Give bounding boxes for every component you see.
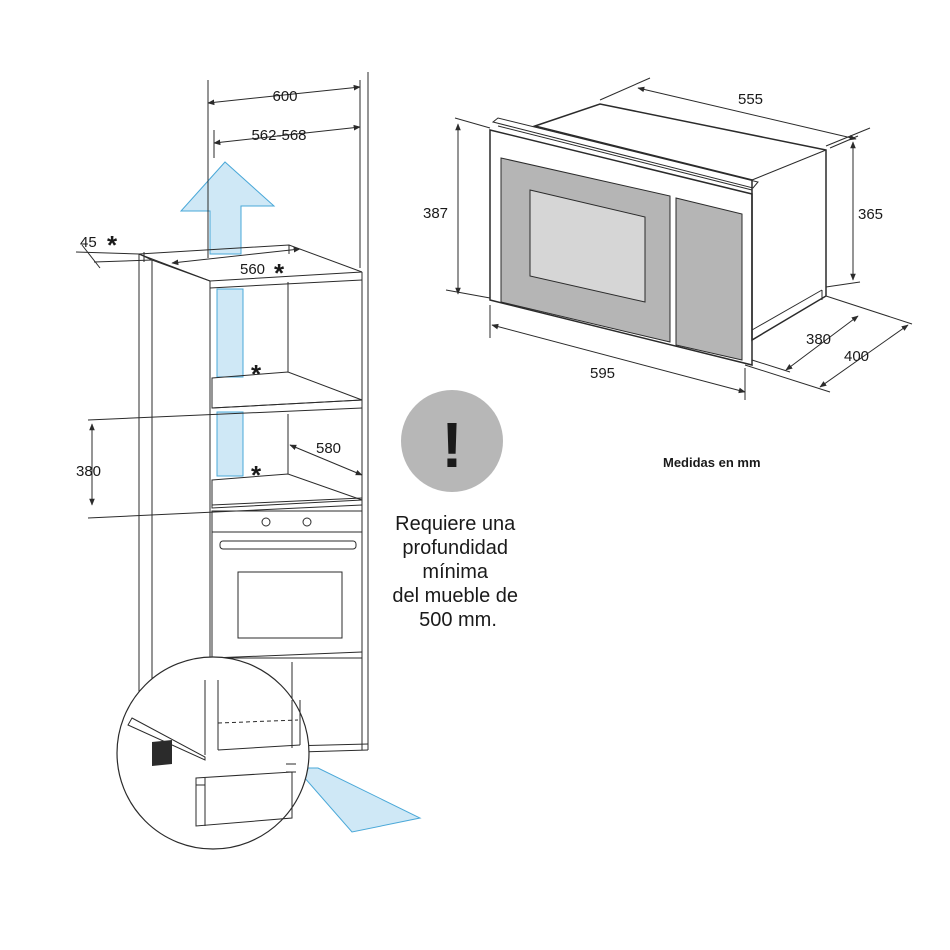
cabinet-foot [152, 740, 172, 766]
dim-microwave-body-height: 365 [858, 206, 883, 223]
oven-window [237, 571, 343, 639]
oven-knob-left [261, 517, 271, 527]
dim-niche-depth: 580 [316, 440, 341, 457]
air-channel-upper [216, 288, 244, 378]
dim-microwave-depth: 555 [738, 91, 763, 108]
warning-icon [401, 390, 503, 492]
asterisk-lower-shelf: * [251, 460, 262, 490]
depth-warning: ! Requiere una profundidad mínima del mu… [392, 390, 523, 631]
dim-cabinet-inner-width: 562-568 [251, 127, 306, 144]
air-inlet-arrow [294, 767, 422, 833]
dim-opening-width: 560 [240, 261, 265, 278]
warning-line-3: mínima [422, 561, 488, 583]
microwave-dimensions: 555 387 365 595 380 400 [423, 77, 913, 400]
oven-handle [219, 540, 357, 550]
dim-microwave-total-depth: 400 [844, 348, 869, 365]
dim-depth-offset: 45 [80, 234, 97, 251]
asterisk-opening-width: * [274, 258, 285, 288]
asterisk-upper-shelf: * [251, 359, 262, 389]
svg-text:Requiere una profundidad: Requiere una profundidad mínima del mueb… [392, 513, 523, 631]
microwave-control-panel [675, 197, 743, 361]
tall-cabinet [138, 72, 369, 753]
oven-knob-right [302, 517, 312, 527]
units-note: Medidas en mm [663, 455, 761, 470]
warning-line-5: 500 mm. [419, 609, 497, 631]
warning-exclamation: ! [441, 409, 462, 481]
warning-line-4: del mueble de [392, 585, 518, 607]
cabinet-dimensions: 600 562-568 45 * 560 * * * 380 580 [75, 84, 363, 519]
air-channel-lower [216, 411, 244, 477]
microwave-window [529, 189, 646, 303]
built-in-oven [211, 510, 363, 659]
plinth-detail-callout [116, 656, 422, 850]
air-outlet-arrow [179, 161, 276, 255]
dim-microwave-body-depth: 380 [806, 331, 831, 348]
dim-cabinet-width: 600 [272, 88, 297, 105]
dim-microwave-front-height: 387 [423, 205, 448, 222]
asterisk-depth-offset: * [107, 230, 118, 260]
microwave-unit [489, 103, 827, 366]
dim-microwave-width: 595 [590, 365, 615, 382]
warning-line-2: profundidad [402, 537, 508, 559]
dim-niche-height: 380 [76, 463, 101, 480]
warning-line-1: Requiere una [395, 513, 516, 535]
